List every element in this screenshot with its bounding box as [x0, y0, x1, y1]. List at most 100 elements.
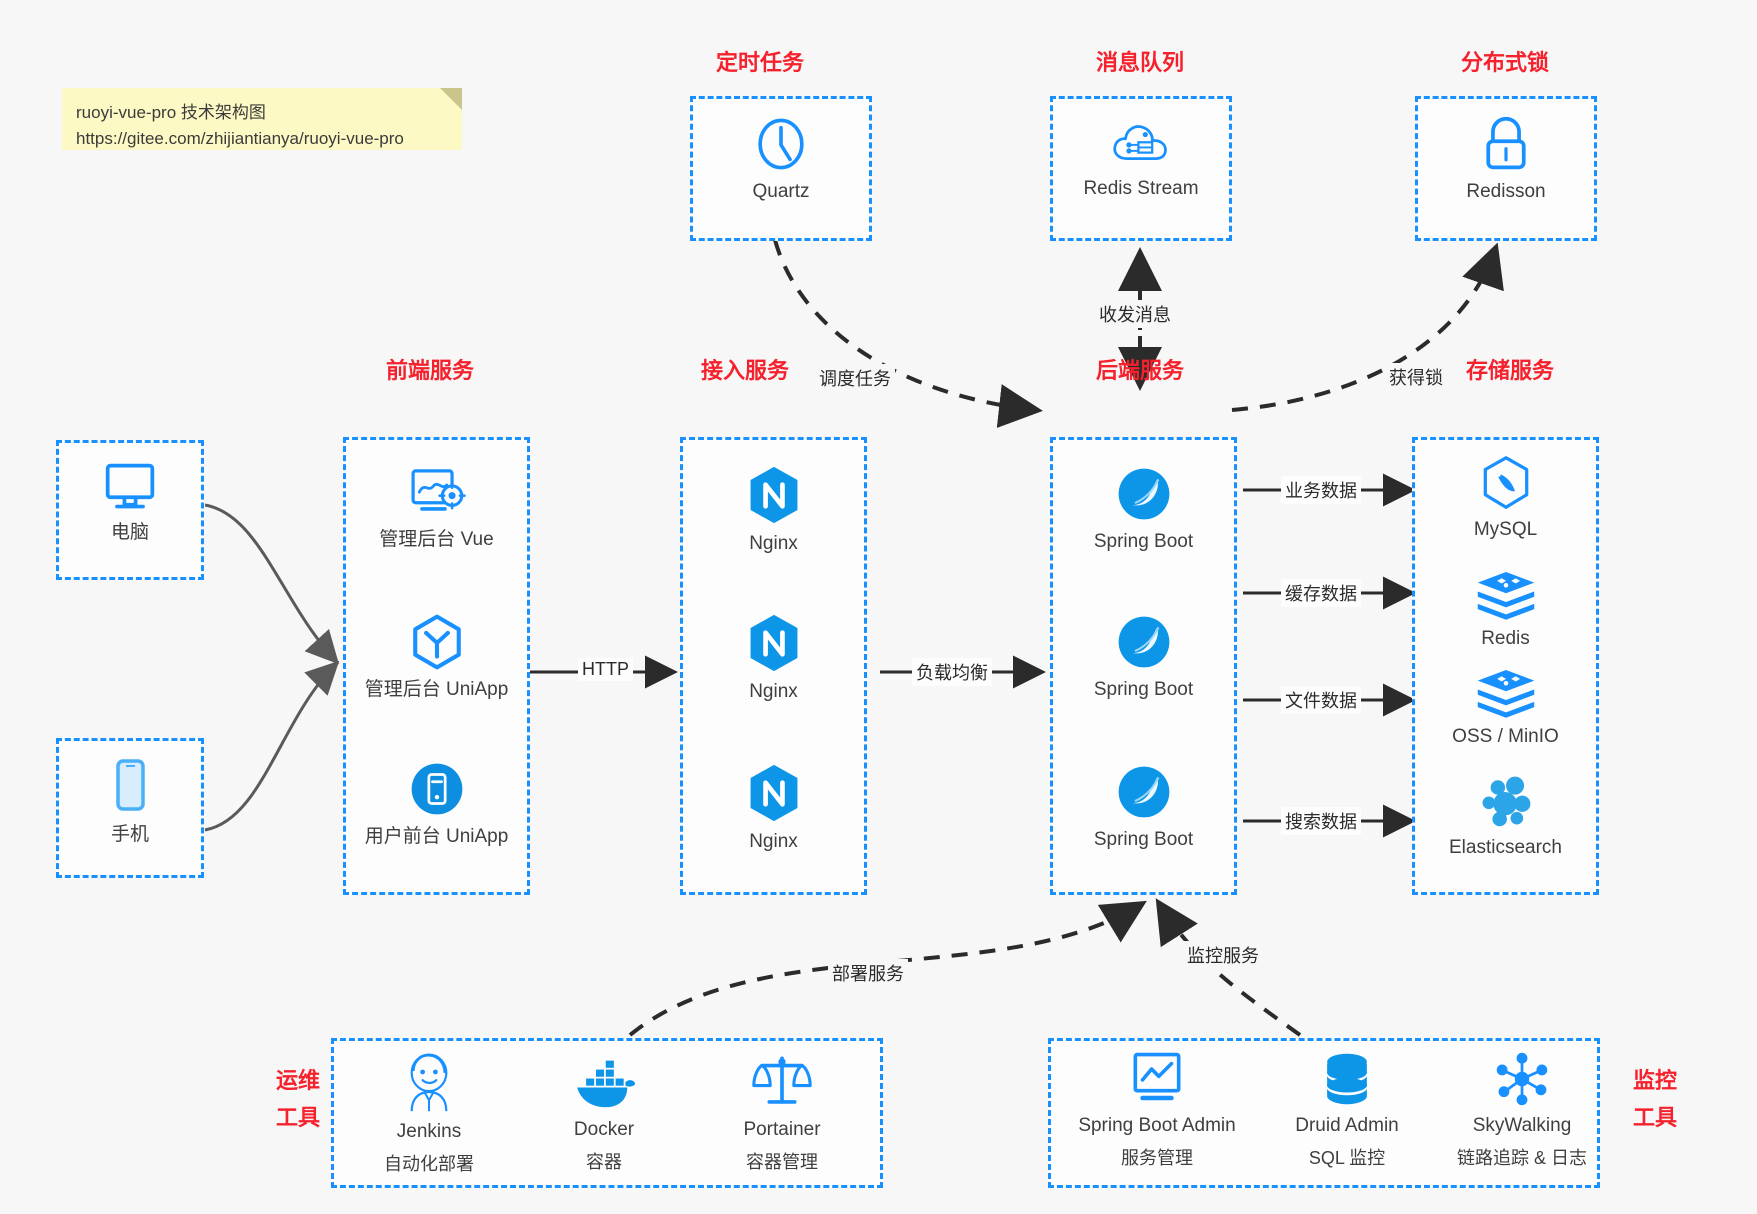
skywalking-icon	[1496, 1052, 1548, 1106]
portainer-scale-icon	[752, 1056, 812, 1104]
node-label: Portainer	[743, 1119, 821, 1140]
node-spring-boot-3[interactable]: Spring Boot	[1050, 763, 1237, 853]
node-label: Spring Boot	[1093, 829, 1194, 850]
node-sublabel: 自动化部署	[384, 1154, 474, 1174]
group-title-backend: 后端服务	[1095, 358, 1184, 383]
monitor-chart-icon	[1133, 1052, 1181, 1101]
node-label: SkyWalking	[1472, 1115, 1572, 1136]
node-sublabel: SQL 监控	[1308, 1148, 1386, 1168]
node-label: Redisson	[1466, 181, 1546, 202]
cloud-stream-icon	[1113, 125, 1167, 161]
node-spring-boot-2[interactable]: Spring Boot	[1050, 613, 1237, 703]
node-elasticsearch[interactable]: Elasticsearch	[1412, 773, 1599, 861]
node-label: Nginx	[749, 533, 798, 554]
edge-label-load-balance: 负载均衡	[912, 658, 992, 686]
nginx-icon	[750, 466, 797, 524]
edge-label-monitor-service: 监控服务	[1183, 941, 1263, 969]
node-portainer[interactable]: Portainer 容器管理	[698, 1051, 866, 1175]
node-nginx-2[interactable]: Nginx	[680, 613, 867, 705]
group-title-frontend: 前端服务	[385, 358, 474, 383]
nginx-icon	[750, 614, 797, 672]
group-title-monitoring-line1: 监控	[1632, 1068, 1677, 1093]
spring-boot-icon	[1118, 616, 1169, 668]
desktop-icon	[105, 463, 155, 509]
node-mysql[interactable]: MySQL	[1412, 455, 1599, 543]
node-spring-boot-1[interactable]: Spring Boot	[1050, 465, 1237, 555]
node-sublabel: 容器管理	[746, 1152, 818, 1172]
node-oss-minio[interactable]: OSS / MinIO	[1412, 668, 1599, 750]
node-docker[interactable]: Docker 容器	[520, 1055, 688, 1175]
node-spring-boot-admin[interactable]: Spring Boot Admin 服务管理	[1062, 1051, 1252, 1171]
edge-label-deploy-service: 部署服务	[828, 959, 908, 987]
edge-label-file-data: 文件数据	[1281, 686, 1361, 714]
group-box-monitoring	[1048, 1038, 1600, 1188]
node-label: Elasticsearch	[1449, 837, 1562, 858]
node-sublabel: 服务管理	[1121, 1148, 1193, 1168]
node-druid-admin[interactable]: Druid Admin SQL 监控	[1262, 1051, 1432, 1171]
group-title-devops-line2: 工具	[275, 1105, 320, 1130]
note-title: ruoyi-vue-pro 技术架构图	[76, 103, 266, 122]
nginx-icon	[750, 764, 797, 822]
group-title-devops-line1: 运维	[275, 1068, 320, 1093]
node-nginx-1[interactable]: Nginx	[680, 465, 867, 557]
node-mobile[interactable]: 手机	[56, 758, 204, 848]
mobile-icon	[116, 759, 145, 811]
spring-boot-icon	[1118, 468, 1169, 520]
node-redisson[interactable]: Redisson	[1415, 115, 1597, 205]
edge-label-http: HTTP	[578, 658, 633, 681]
node-redis-stream[interactable]: Redis Stream	[1050, 118, 1232, 202]
node-user-uniapp[interactable]: 用户前台 UniApp	[343, 760, 530, 850]
node-label: Redis	[1481, 628, 1530, 649]
jenkins-icon	[410, 1053, 448, 1112]
group-box-client-desktop	[56, 440, 204, 580]
node-quartz[interactable]: Quartz	[690, 115, 872, 205]
group-title-monitoring-line2: 工具	[1632, 1105, 1677, 1130]
oss-minio-icon	[1477, 670, 1534, 718]
node-admin-uniapp[interactable]: 管理后台 UniApp	[343, 613, 530, 703]
spring-boot-icon	[1118, 766, 1169, 818]
note-url: https://gitee.com/zhijiantianya/ruoyi-vu…	[76, 129, 404, 148]
node-jenkins[interactable]: Jenkins 自动化部署	[345, 1051, 513, 1177]
database-icon	[1327, 1053, 1367, 1105]
elasticsearch-icon	[1482, 776, 1530, 827]
node-label: 电脑	[110, 522, 149, 543]
clock-icon	[758, 118, 804, 170]
note-fold-icon	[440, 88, 462, 110]
edge-label-business-data: 业务数据	[1281, 476, 1361, 504]
edge-label-acquire-lock: 获得锁	[1385, 363, 1447, 391]
node-label: Spring Boot Admin	[1078, 1115, 1236, 1136]
node-label: Docker	[573, 1119, 635, 1140]
edge-label-schedule-task: 调度任务	[815, 364, 895, 392]
node-label: 用户前台 UniApp	[364, 826, 509, 847]
node-nginx-3[interactable]: Nginx	[680, 763, 867, 855]
node-admin-vue[interactable]: 管理后台 Vue	[343, 465, 530, 553]
node-label: Druid Admin	[1295, 1115, 1399, 1136]
node-redis[interactable]: Redis	[1412, 570, 1599, 652]
node-sublabel: 链路追踪 & 日志	[1456, 1148, 1587, 1168]
redis-icon	[1477, 572, 1534, 620]
node-label: OSS / MinIO	[1452, 726, 1559, 747]
group-box-mq	[1050, 96, 1232, 241]
node-sublabel: 容器	[586, 1152, 622, 1172]
group-title-gateway: 接入服务	[700, 358, 789, 383]
node-label: MySQL	[1473, 519, 1538, 540]
node-label: 管理后台 UniApp	[364, 679, 509, 700]
node-label: Nginx	[749, 831, 798, 852]
node-skywalking[interactable]: SkyWalking 链路追踪 & 日志	[1432, 1051, 1612, 1171]
diagram-note: ruoyi-vue-pro 技术架构图 https://gitee.com/zh…	[62, 88, 462, 150]
mobile-app-icon	[411, 763, 462, 815]
node-desktop[interactable]: 电脑	[56, 460, 204, 546]
node-label: Spring Boot	[1093, 679, 1194, 700]
node-label: Jenkins	[396, 1121, 462, 1142]
node-label: Redis Stream	[1083, 178, 1199, 199]
node-label: 管理后台 Vue	[379, 529, 494, 550]
group-title-scheduler: 定时任务	[715, 50, 804, 75]
edge-label-search-data: 搜索数据	[1281, 807, 1361, 835]
lock-icon	[1486, 116, 1526, 170]
edge-label-send-receive-message: 收发消息	[1095, 300, 1175, 328]
node-label: Spring Boot	[1093, 531, 1194, 552]
dashboard-settings-icon	[410, 469, 466, 511]
node-label: Nginx	[749, 681, 798, 702]
node-label: Quartz	[752, 181, 810, 202]
